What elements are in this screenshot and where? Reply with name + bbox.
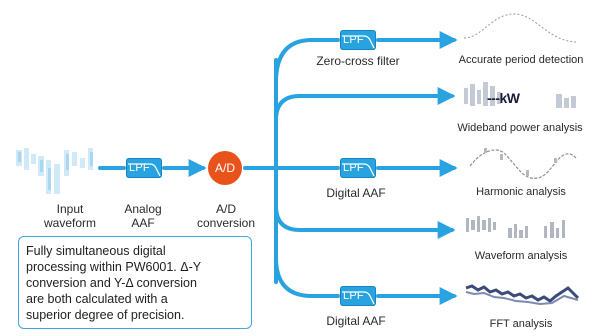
input-waveform-label: Input waveform	[44, 202, 97, 230]
waveform-analysis-label: Waveform analysis	[474, 250, 568, 262]
lpf-label: LPF	[343, 290, 364, 302]
digital-aaf-label-1: Digital AAF	[326, 186, 386, 200]
lowpass-curve-icon	[342, 291, 375, 305]
digital-aaf-label-2: Digital AAF	[326, 314, 386, 328]
harmonic-wave-icon	[469, 148, 577, 179]
wire-branch-bottom	[274, 256, 340, 298]
analog-aaf-label: Analog AAF	[124, 202, 162, 230]
zero-cross-filter-label: Zero-cross filter	[316, 54, 400, 68]
digital-aaf-lpf-block-2: LPF	[340, 286, 376, 306]
wire-branch-wideband	[274, 87, 456, 122]
lpf-label: LPF	[343, 162, 364, 174]
accurate-period-label: Accurate period detection	[458, 54, 584, 66]
lowpass-curve-icon	[342, 163, 375, 177]
input-waveform-icon	[16, 148, 93, 194]
waveform-bars-icon	[466, 216, 565, 238]
harmonic-analysis-label: Harmonic analysis	[476, 186, 566, 198]
wire-branch-waveform	[274, 204, 456, 239]
ad-conversion-label: A/D conversion	[196, 202, 256, 230]
lowpass-curve-icon	[342, 35, 375, 49]
wire-branch-top	[274, 38, 340, 84]
wideband-power-label: Wideband power analysis	[457, 122, 583, 134]
ad-converter-block: A/D	[208, 151, 242, 185]
processing-note: Fully simultaneous digital processing wi…	[18, 236, 252, 329]
power-bars-icon	[464, 82, 576, 108]
analog-lpf-block: LPF	[126, 158, 162, 178]
lpf-label: LPF	[129, 162, 150, 174]
kw-readout: ---kW	[487, 90, 520, 106]
fft-analysis-label: FFT analysis	[489, 318, 553, 330]
lowpass-curve-icon	[128, 163, 161, 177]
fft-spectrum-icon	[465, 284, 580, 306]
zero-cross-lpf-block: LPF	[340, 30, 376, 50]
lpf-label: LPF	[343, 34, 364, 46]
digital-aaf-lpf-block-1: LPF	[340, 158, 376, 178]
sine-wave-icon	[463, 13, 579, 43]
